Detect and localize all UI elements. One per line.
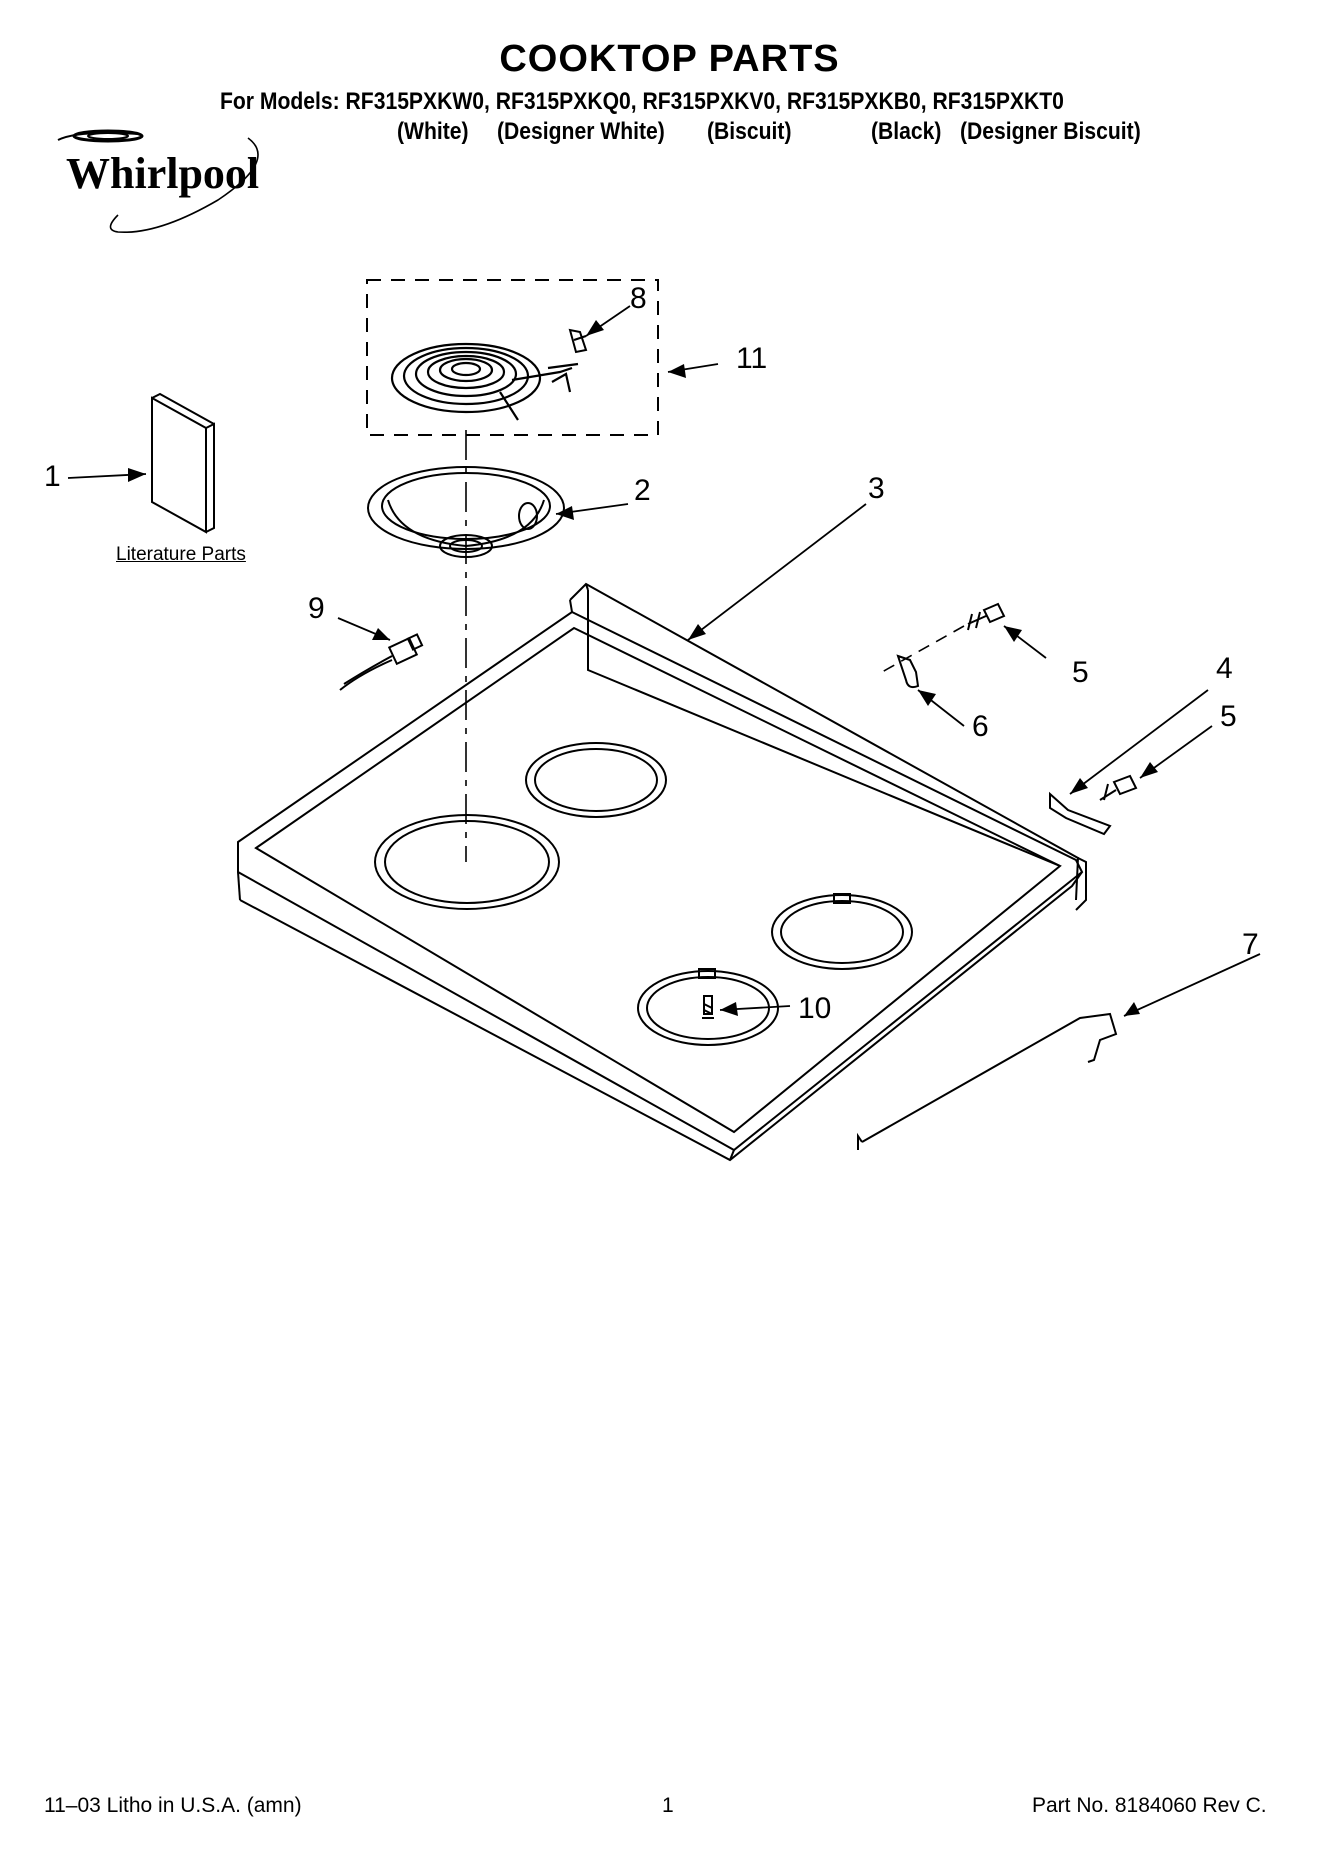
footer-litho: 11–03 Litho in U.S.A. (amn)	[44, 1794, 302, 1817]
callout-11: 11	[736, 342, 768, 375]
brand-wordmark: Whirlpool	[66, 149, 260, 198]
variant-biscuit: (Biscuit)	[707, 118, 792, 145]
terminal-clip-part	[568, 328, 588, 354]
burner-opening-left-rear	[525, 742, 667, 818]
callout-5-upper: 5	[1072, 656, 1089, 689]
callout-9: 9	[308, 592, 325, 625]
anti-tip-bracket	[1049, 791, 1112, 836]
callout-6: 6	[972, 710, 989, 743]
callout-8: 8	[630, 282, 647, 315]
literature-parts-label: Literature Parts	[116, 544, 246, 565]
wire-harness-plug	[339, 633, 424, 691]
screw-lower	[1099, 774, 1138, 801]
variant-white: (White)	[397, 118, 469, 145]
rod-part	[861, 1012, 1118, 1143]
element-group-box	[366, 279, 659, 436]
variant-black: (Black)	[871, 118, 942, 145]
callout-2: 2	[634, 474, 651, 507]
callout-4: 4	[1216, 652, 1233, 685]
callout-1: 1	[44, 460, 61, 493]
callout-7: 7	[1242, 928, 1259, 961]
brand-logo	[57, 129, 259, 234]
burner-opening-right-rear	[771, 893, 913, 970]
footer-page-number: 1	[662, 1794, 674, 1817]
surface-element	[390, 342, 579, 421]
callout-5-lower: 5	[1220, 700, 1237, 733]
mounting-clip	[896, 654, 920, 689]
burner-screw	[702, 995, 714, 1019]
page-title: COOKTOP PARTS	[499, 38, 840, 80]
callout-3: 3	[868, 472, 885, 505]
literature-booklet	[151, 392, 215, 534]
models-line: For Models: RF315PXKW0, RF315PXKQ0, RF31…	[220, 88, 1064, 115]
burner-opening-left-front	[374, 814, 560, 910]
cooktop-panel	[237, 582, 1087, 1162]
screw-upper	[967, 602, 1006, 631]
variant-designer-biscuit: (Designer Biscuit)	[960, 118, 1141, 145]
callout-10: 10	[798, 992, 832, 1025]
variant-designer-white: (Designer White)	[497, 118, 665, 145]
footer-part-number: Part No. 8184060 Rev C.	[1032, 1794, 1267, 1817]
